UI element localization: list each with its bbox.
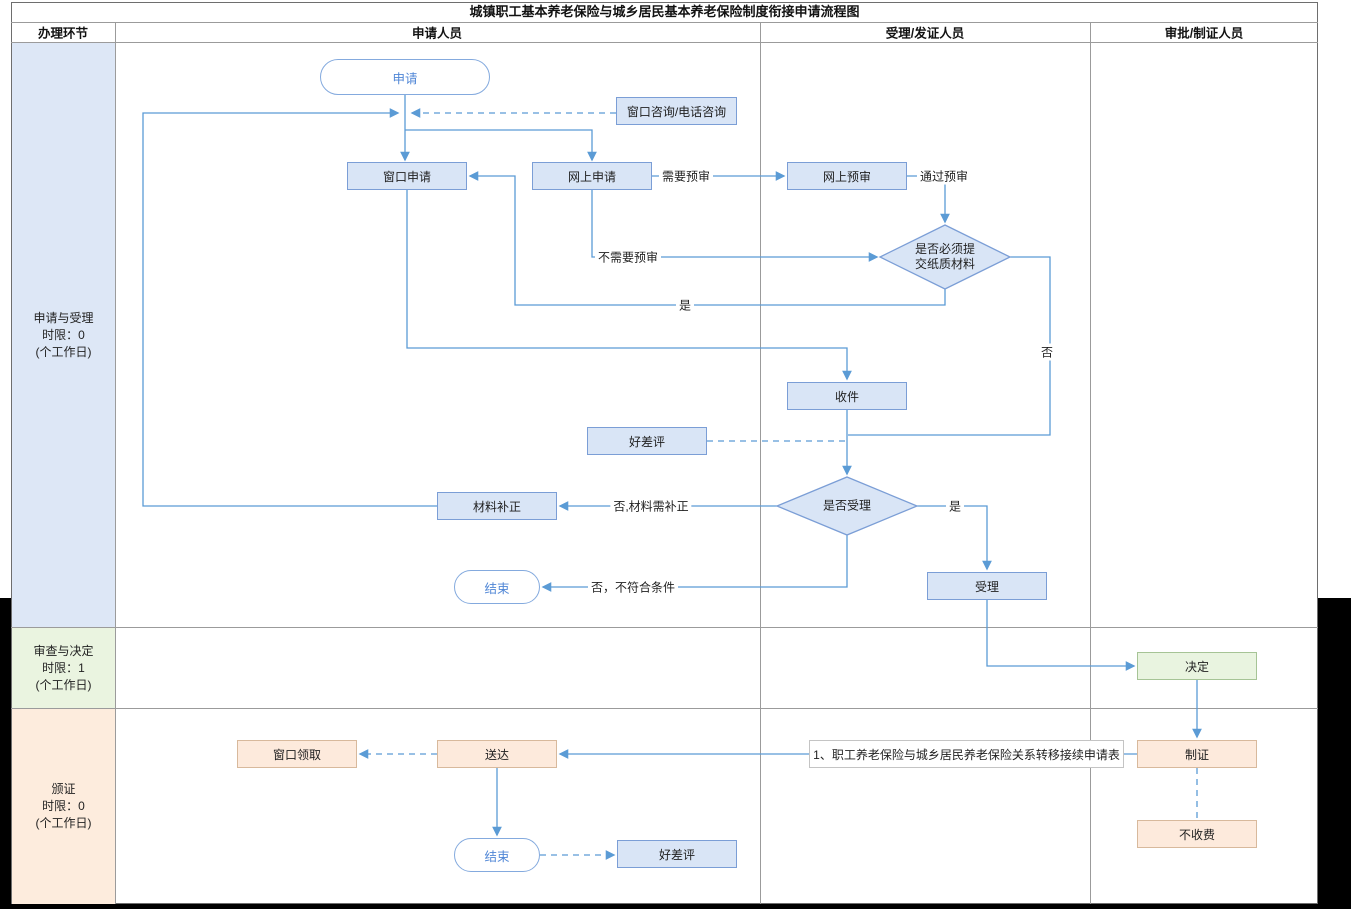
col-applicant-line [760, 22, 761, 904]
black-edge-bottom [0, 904, 1351, 909]
decision-accept-label: 是否受理 [822, 498, 872, 513]
node-accept: 受理 [927, 572, 1047, 600]
decision-paper-required-label: 是否必须提 交纸质材料 [915, 242, 975, 272]
node-window-apply: 窗口申请 [347, 162, 467, 190]
node-deliver: 送达 [437, 740, 557, 768]
node-decide: 决定 [1137, 652, 1257, 680]
page-title: 城镇职工基本养老保险与城乡居民基本养老保险制度衔接申请流程图 [469, 4, 860, 19]
lane-issue-unit: (个工作日) [35, 816, 92, 830]
edge-label-need-preview: 需要预审 [658, 167, 714, 185]
edge-label-pass-preview: 通过预审 [916, 167, 972, 185]
lane-review-decide-name: 审查与决定 [33, 643, 94, 658]
node-form-note: 1、职工养老保险与城乡居民养老保险关系转移接续申请表 [809, 740, 1124, 768]
node-end-top: 结束 [454, 570, 540, 604]
lane-issue: 颁证 时限：0 (个工作日) [12, 709, 115, 904]
node-no-fee: 不收费 [1137, 820, 1257, 848]
header-bottom-line [11, 42, 1318, 43]
node-make-cert: 制证 [1137, 740, 1257, 768]
edge-label-yes-paper: 是 [675, 296, 695, 314]
black-edge-right [1318, 598, 1351, 909]
node-rating-bottom: 好差评 [617, 840, 737, 868]
node-material-fix: 材料补正 [437, 492, 557, 520]
column-header-acceptor: 受理/发证人员 [885, 26, 965, 41]
lane-apply-accept-limit: 时限：0 [42, 327, 85, 342]
node-online-preview: 网上预审 [787, 162, 907, 190]
node-online-apply: 网上申请 [532, 162, 652, 190]
lane-apply-accept: 申请与受理 时限：0 (个工作日) [12, 43, 115, 627]
title-bottom-line [11, 22, 1318, 23]
node-consult: 窗口咨询/电话咨询 [616, 97, 737, 125]
edge-label-yes-accept: 是 [945, 497, 965, 515]
edge-label-no-paper: 否 [1037, 343, 1057, 361]
edge-label-no-fix: 否,材料需补正 [610, 497, 692, 515]
lane-review-decide-unit: (个工作日) [35, 677, 92, 692]
lane-review-decide-limit: 时限：1 [42, 660, 85, 675]
column-header-step: 办理环节 [37, 26, 89, 41]
lane2-bottom-line [11, 708, 1318, 709]
node-window-pickup: 窗口领取 [237, 740, 357, 768]
col-acceptor-line [1090, 22, 1091, 904]
column-header-approver: 审批/制证人员 [1164, 26, 1244, 41]
edge-label-no-preview: 不需要预审 [594, 248, 662, 266]
lane-apply-accept-unit: (个工作日) [35, 344, 92, 359]
decision-paper-line1: 是否必须提 [914, 242, 976, 256]
edge-label-no-reject: 否，不符合条件 [587, 578, 679, 596]
node-end-bottom: 结束 [454, 838, 540, 872]
lane-apply-accept-name: 申请与受理 [33, 310, 94, 325]
node-apply: 申请 [320, 59, 490, 95]
black-edge-left [0, 598, 11, 909]
lane-issue-name: 颁证 [51, 782, 76, 796]
lane1-bottom-line [11, 627, 1318, 628]
col-step-line [115, 22, 116, 904]
column-header-applicant: 申请人员 [411, 26, 463, 41]
node-receive: 收件 [787, 382, 907, 410]
lane-issue-limit: 时限：0 [42, 799, 85, 813]
node-rating-top: 好差评 [587, 427, 707, 455]
lane-review-decide: 审查与决定 时限：1 (个工作日) [12, 628, 115, 708]
decision-paper-line2: 交纸质材料 [914, 257, 976, 271]
